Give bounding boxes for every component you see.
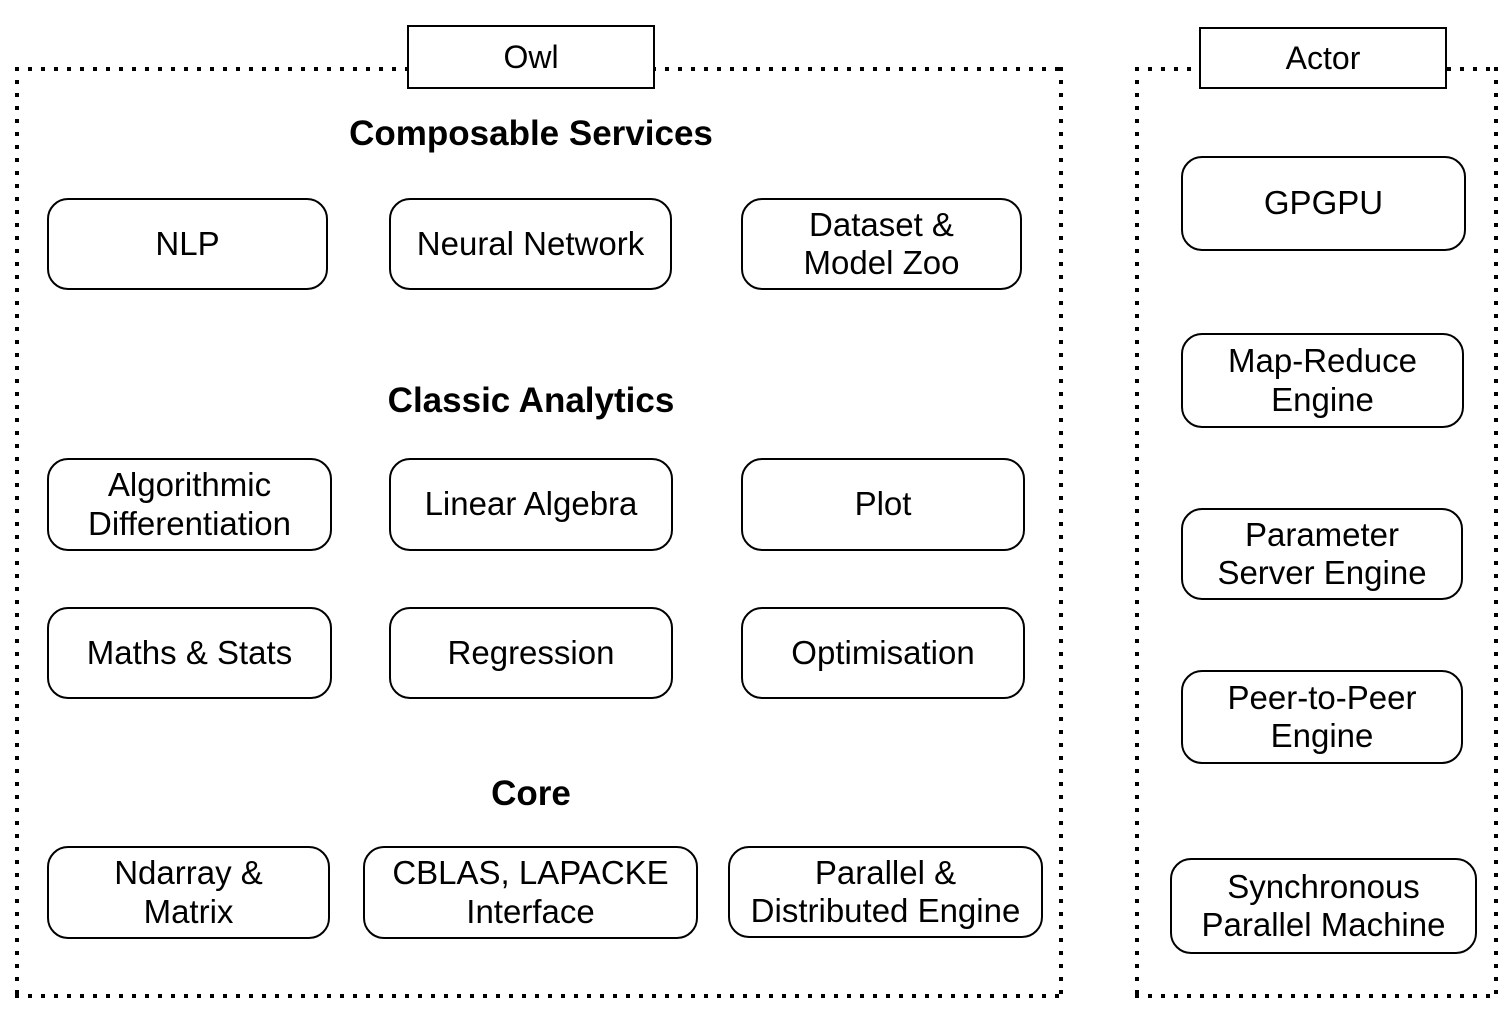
- node-synchronous-parallel-machine: Synchronous Parallel Machine: [1170, 858, 1477, 954]
- node-nlp: NLP: [47, 198, 328, 290]
- heading-composable-services: Composable Services: [349, 114, 713, 153]
- node-regression: Regression: [389, 607, 673, 699]
- node-optimisation: Optimisation: [741, 607, 1025, 699]
- owl-title-box: Owl: [407, 25, 655, 89]
- actor-title-label: Actor: [1285, 39, 1361, 76]
- node-ndarray-matrix: Ndarray & Matrix: [47, 846, 330, 939]
- node-dataset-model-zoo: Dataset & Model Zoo: [741, 198, 1022, 290]
- node-parameter-server-engine: Parameter Server Engine: [1181, 508, 1463, 600]
- heading-core: Core: [491, 774, 571, 813]
- owl-title-label: Owl: [503, 38, 559, 75]
- heading-classic-analytics: Classic Analytics: [387, 381, 675, 420]
- node-plot: Plot: [741, 458, 1025, 551]
- node-parallel-distributed-engine: Parallel & Distributed Engine: [728, 846, 1043, 938]
- node-linear-algebra: Linear Algebra: [389, 458, 673, 551]
- node-cblas-lapacke-interface: CBLAS, LAPACKE Interface: [363, 846, 698, 939]
- actor-title-box: Actor: [1199, 27, 1447, 89]
- node-neural-network: Neural Network: [389, 198, 672, 290]
- node-gpgpu: GPGPU: [1181, 156, 1466, 251]
- node-peer-to-peer-engine: Peer-to-Peer Engine: [1181, 670, 1463, 764]
- node-maths-stats: Maths & Stats: [47, 607, 332, 699]
- node-algorithmic-differentiation: Algorithmic Differentiation: [47, 458, 332, 551]
- node-map-reduce-engine: Map-Reduce Engine: [1181, 333, 1464, 428]
